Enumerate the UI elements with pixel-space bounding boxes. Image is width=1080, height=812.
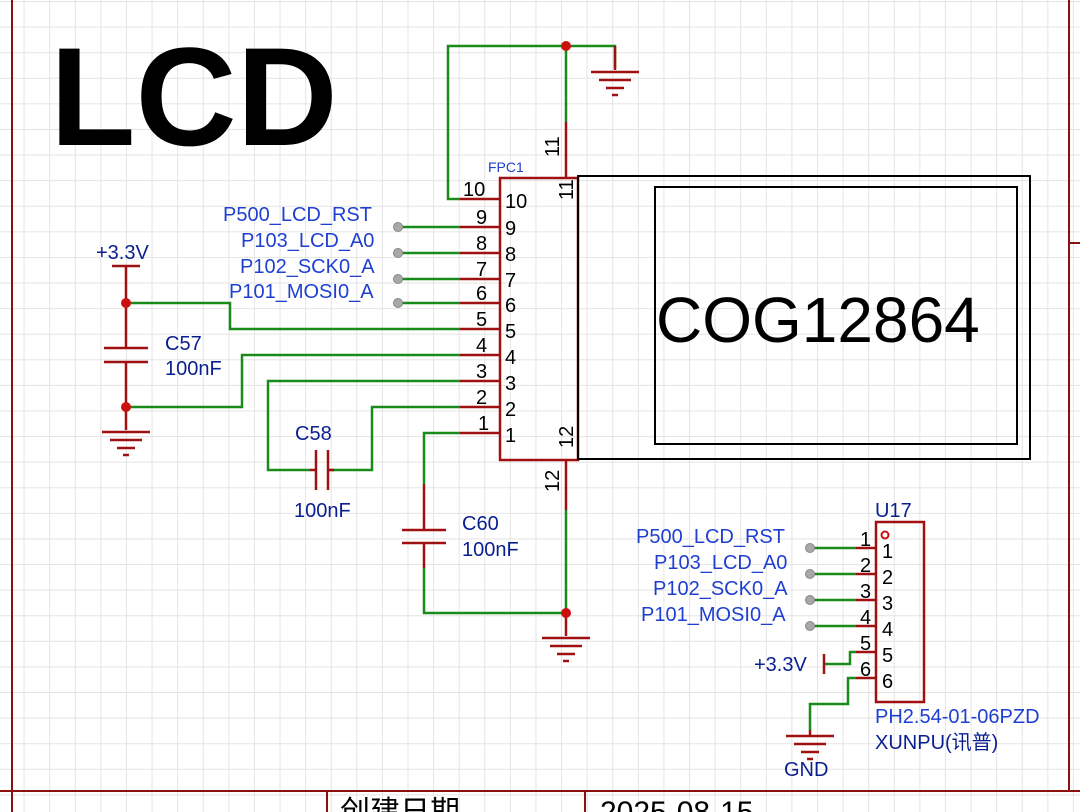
header-part: PH2.54-01-06PZD [875, 706, 1040, 728]
lcd-module [577, 175, 1031, 460]
lcd-module-label: COG12864 [656, 284, 980, 356]
svg-text:4: 4 [882, 619, 893, 641]
header-pin-numbers: 1 2 3 4 5 6 1 2 3 4 5 6 [860, 529, 893, 693]
gnd-symbol-c57 [102, 430, 150, 457]
fpc-pin-inner: 10 [505, 191, 527, 213]
page-title: LCD [50, 18, 338, 175]
header-maker: XUNPU(讯普) [875, 731, 998, 754]
fpc-pin-11-outer: 11 [542, 136, 564, 157]
fpc-pin-outer: 1 [478, 413, 489, 435]
header-net-label: P101_MOSI0_A [641, 604, 786, 626]
fpc-pin-inner: 7 [505, 270, 516, 292]
svg-text:5: 5 [860, 633, 871, 655]
net-label: P500_LCD_RST [223, 204, 372, 226]
fpc-pin-outer: 3 [476, 361, 487, 383]
fpc-pin-outer: 6 [476, 283, 487, 305]
power-label-vcc: +3.3V [754, 654, 807, 676]
ground-symbols [102, 70, 834, 761]
junctions [121, 41, 571, 618]
fpc-ref: FPC1 [488, 159, 524, 175]
fpc-pin-outer: 9 [476, 207, 487, 229]
fpc-pin-inner: 1 [505, 425, 516, 447]
svg-text:3: 3 [882, 593, 893, 615]
title-block-label: 创建日期 [340, 796, 460, 812]
fpc-pin-inner: 4 [505, 347, 516, 369]
gnd-symbol-header [786, 734, 834, 761]
fpc-pin-12-outer: 12 [542, 470, 564, 492]
fpc-pin-inner: 6 [505, 295, 516, 317]
fpc-pin-outer: 2 [476, 387, 487, 409]
fpc-pin-outer: 7 [476, 259, 487, 281]
svg-text:6: 6 [860, 659, 871, 681]
cap-ref: C60 [462, 513, 499, 535]
cap-value: 100nF [165, 358, 222, 380]
fpc-pin-outer: 5 [476, 309, 487, 331]
fpc-pin-inner: 9 [505, 218, 516, 240]
header-net-label: P103_LCD_A0 [654, 552, 787, 574]
svg-text:3: 3 [860, 581, 871, 603]
net-label: P101_MOSI0_A [229, 281, 374, 303]
fpc-pin-12-inner: 12 [556, 426, 578, 448]
cap-ref: C57 [165, 333, 202, 355]
fpc-pin-outer: 10 [463, 179, 485, 201]
gnd-symbol-top [591, 70, 639, 97]
svg-text:2: 2 [860, 555, 871, 577]
title-block-date: 2025-08-15 [600, 796, 753, 812]
fpc-pin-11-inner: 11 [556, 179, 578, 200]
svg-text:4: 4 [860, 607, 871, 629]
fpc-pin-inner: 5 [505, 321, 516, 343]
header-net-label: P102_SCK0_A [653, 578, 788, 600]
svg-text:1: 1 [860, 529, 871, 551]
cap-value: 100nF [462, 539, 519, 561]
svg-text:1: 1 [882, 541, 893, 563]
cap-value: 100nF [294, 500, 351, 522]
pin1-marker [880, 530, 890, 540]
gnd-symbol-c60 [542, 636, 590, 663]
fpc-pin-numbers: 1 2 3 4 5 6 7 8 9 10 1 2 3 4 5 6 7 8 9 1… [463, 136, 578, 492]
header-ref: U17 [875, 500, 912, 522]
fpc-pin-inner: 2 [505, 399, 516, 421]
svg-text:5: 5 [882, 645, 893, 667]
fpc-pin-inner: 8 [505, 244, 516, 266]
power-label-vcc: +3.3V [96, 242, 149, 264]
net-endpoints [393, 222, 815, 631]
svg-text:6: 6 [882, 671, 893, 693]
fpc-pin-inner: 3 [505, 373, 516, 395]
power-label-gnd: GND [784, 759, 828, 781]
net-label: P103_LCD_A0 [241, 230, 374, 252]
net-label: P102_SCK0_A [240, 256, 375, 278]
pin-leads [104, 46, 926, 735]
fpc-pin-outer: 4 [476, 335, 487, 357]
cap-ref: C58 [295, 423, 332, 445]
fpc-pin-outer: 8 [476, 233, 487, 255]
header-net-label: P500_LCD_RST [636, 526, 785, 548]
svg-text:2: 2 [882, 567, 893, 589]
